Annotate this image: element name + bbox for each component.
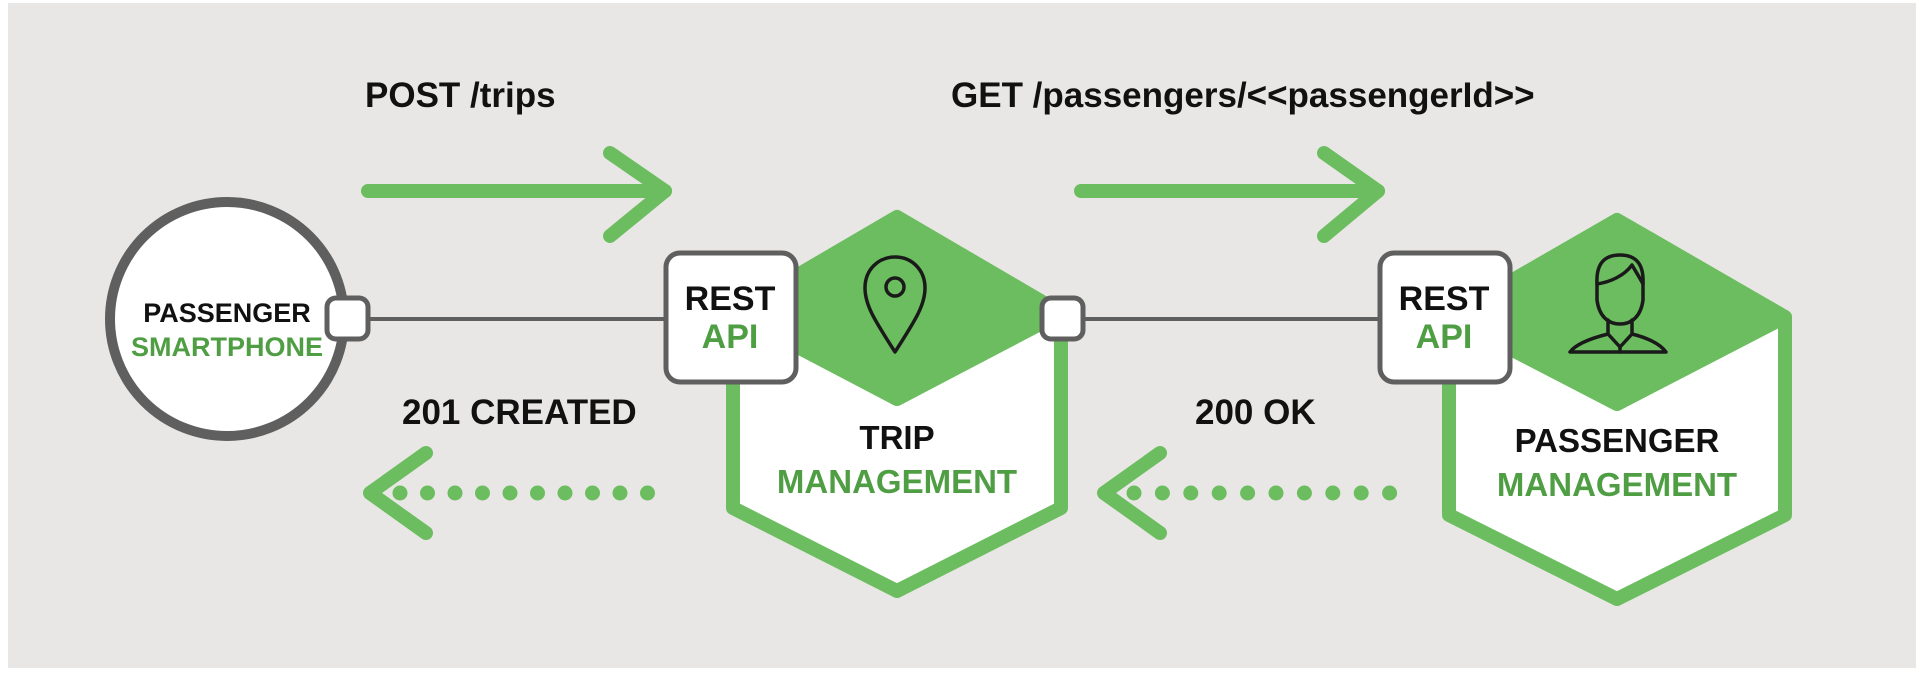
smartphone-port — [324, 295, 371, 342]
passenger-name-line1: PASSENGER — [1515, 422, 1720, 459]
person-icon — [1568, 253, 1668, 354]
created-response-arrow — [363, 446, 660, 540]
passenger-rest-api-box — [1377, 250, 1513, 385]
passenger-name-line2: MANAGEMENT — [1497, 466, 1737, 503]
post-trips-arrow — [361, 146, 672, 243]
map-pin-icon — [863, 255, 927, 354]
post-trips-label: POST /trips — [365, 76, 556, 115]
get-passenger-label: GET /passengers/<<passengerId>> — [951, 76, 1535, 115]
created-arrowhead — [363, 446, 433, 540]
passenger-api-line1: REST — [1399, 280, 1490, 318]
created-label: 201 CREATED — [402, 393, 637, 432]
trip-api-line2: API — [702, 318, 759, 356]
trip-api-line1: REST — [685, 280, 776, 318]
get-passenger-arrow — [1074, 146, 1385, 243]
ok-response-arrow — [1097, 446, 1398, 540]
ok-arrowhead — [1097, 446, 1167, 540]
trip-name-line2: MANAGEMENT — [777, 463, 1017, 500]
smartphone-label-line1: PASSENGER — [143, 298, 311, 328]
ok-label: 200 OK — [1195, 393, 1316, 432]
passenger-api-line2: API — [1416, 318, 1473, 356]
smartphone-label-line2: SMARTPHONE — [131, 332, 323, 362]
trip-rest-api-box — [663, 250, 799, 385]
passenger-management-service: PASSENGER MANAGEMENT REST API — [1377, 213, 1792, 606]
passenger-smartphone-node: PASSENGER SMARTPHONE — [105, 197, 371, 441]
trip-management-service: TRIP MANAGEMENT REST API — [663, 210, 1086, 598]
trip-port — [1039, 295, 1086, 342]
trip-name-line1: TRIP — [859, 419, 934, 456]
